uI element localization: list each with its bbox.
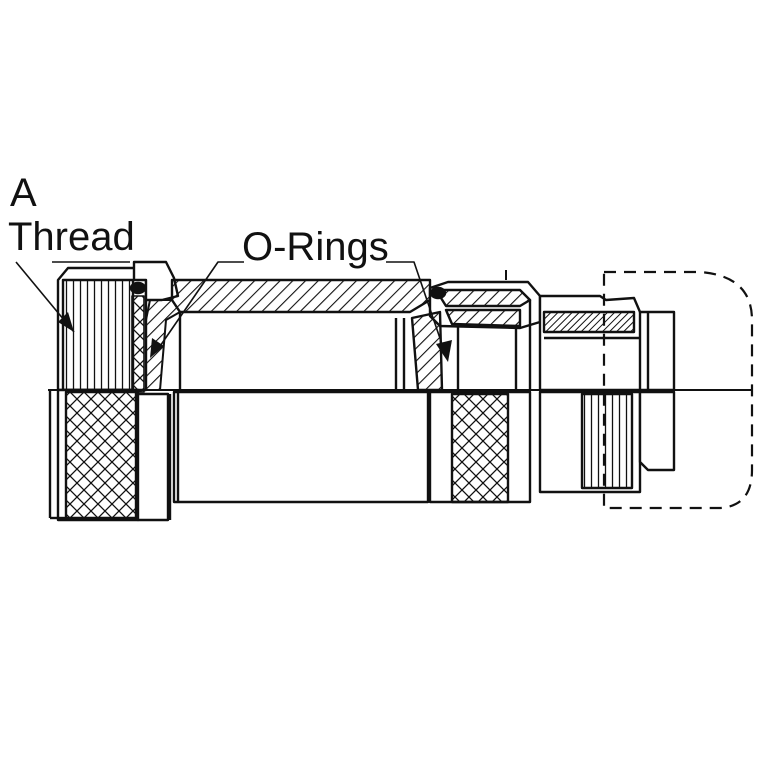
oring-leader-right bbox=[386, 261, 447, 357]
o-ring-seal-right bbox=[429, 286, 447, 300]
coupling-ring bbox=[410, 270, 542, 504]
oring-leader-left bbox=[155, 261, 244, 353]
oring-arrow-right bbox=[436, 340, 452, 362]
thread-callout-line1: A bbox=[10, 171, 37, 215]
oring-arrow-left bbox=[150, 338, 164, 358]
o-ring-seal-left bbox=[129, 281, 147, 295]
optional-backshell-outline bbox=[602, 270, 754, 510]
thread-arrow bbox=[58, 312, 74, 332]
thread-callout-line2: Thread bbox=[8, 215, 135, 259]
orings-callout: O-Rings bbox=[242, 225, 389, 269]
body-shell bbox=[145, 278, 432, 504]
coupling-nut bbox=[48, 266, 172, 522]
rear-adapter bbox=[538, 294, 676, 494]
